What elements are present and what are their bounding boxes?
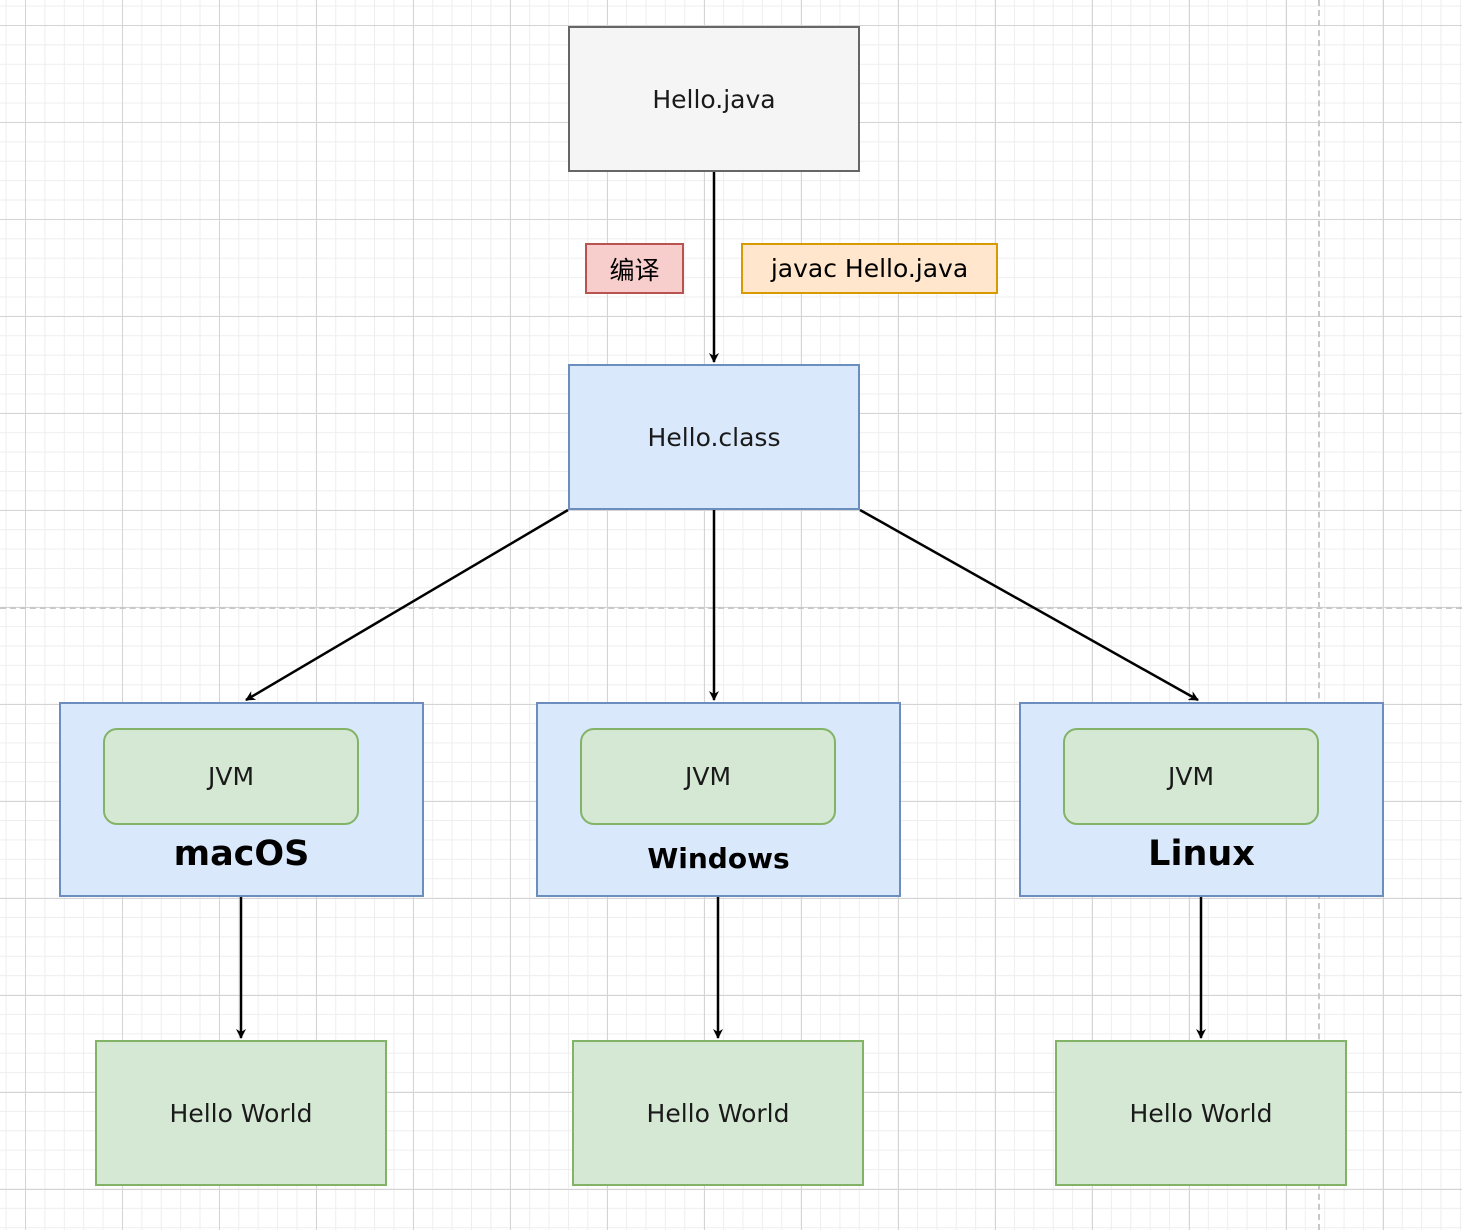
platform-node-linux[interactable]: JVM Linux bbox=[1019, 702, 1384, 897]
output-label-macos: Hello World bbox=[169, 1098, 313, 1128]
bytecode-file-node[interactable]: Hello.class bbox=[568, 364, 860, 510]
platform-label-macos: macOS bbox=[173, 834, 310, 874]
jvm-node-linux[interactable]: JVM bbox=[1063, 728, 1319, 825]
jvm-node-macos[interactable]: JVM bbox=[103, 728, 359, 825]
compile-command-label: javac Hello.java bbox=[770, 254, 969, 283]
horizontal-guide-line bbox=[0, 607, 1462, 609]
vertical-guide-line bbox=[1318, 0, 1320, 1230]
platform-label-linux: Linux bbox=[1148, 834, 1255, 874]
source-file-label: Hello.java bbox=[652, 84, 776, 114]
platform-node-windows[interactable]: JVM Windows bbox=[536, 702, 901, 897]
edge-class-to-macos bbox=[245, 508, 569, 702]
output-node-macos[interactable]: Hello World bbox=[95, 1040, 387, 1186]
jvm-label: JVM bbox=[207, 762, 255, 791]
jvm-node-windows[interactable]: JVM bbox=[580, 728, 836, 825]
platform-label-windows: Windows bbox=[647, 842, 790, 875]
jvm-label: JVM bbox=[1167, 762, 1215, 791]
output-label-windows: Hello World bbox=[646, 1098, 790, 1128]
output-label-linux: Hello World bbox=[1129, 1098, 1273, 1128]
compile-tag-label: 编译 bbox=[609, 255, 660, 285]
source-file-node[interactable]: Hello.java bbox=[568, 26, 860, 172]
edge-class-to-linux bbox=[859, 508, 1199, 702]
output-node-windows[interactable]: Hello World bbox=[572, 1040, 864, 1186]
platform-node-macos[interactable]: JVM macOS bbox=[59, 702, 424, 897]
output-node-linux[interactable]: Hello World bbox=[1055, 1040, 1347, 1186]
bytecode-file-label: Hello.class bbox=[647, 422, 781, 452]
jvm-label: JVM bbox=[684, 762, 732, 791]
compile-command-tag[interactable]: javac Hello.java bbox=[741, 243, 998, 294]
compile-tag[interactable]: 编译 bbox=[585, 243, 684, 294]
